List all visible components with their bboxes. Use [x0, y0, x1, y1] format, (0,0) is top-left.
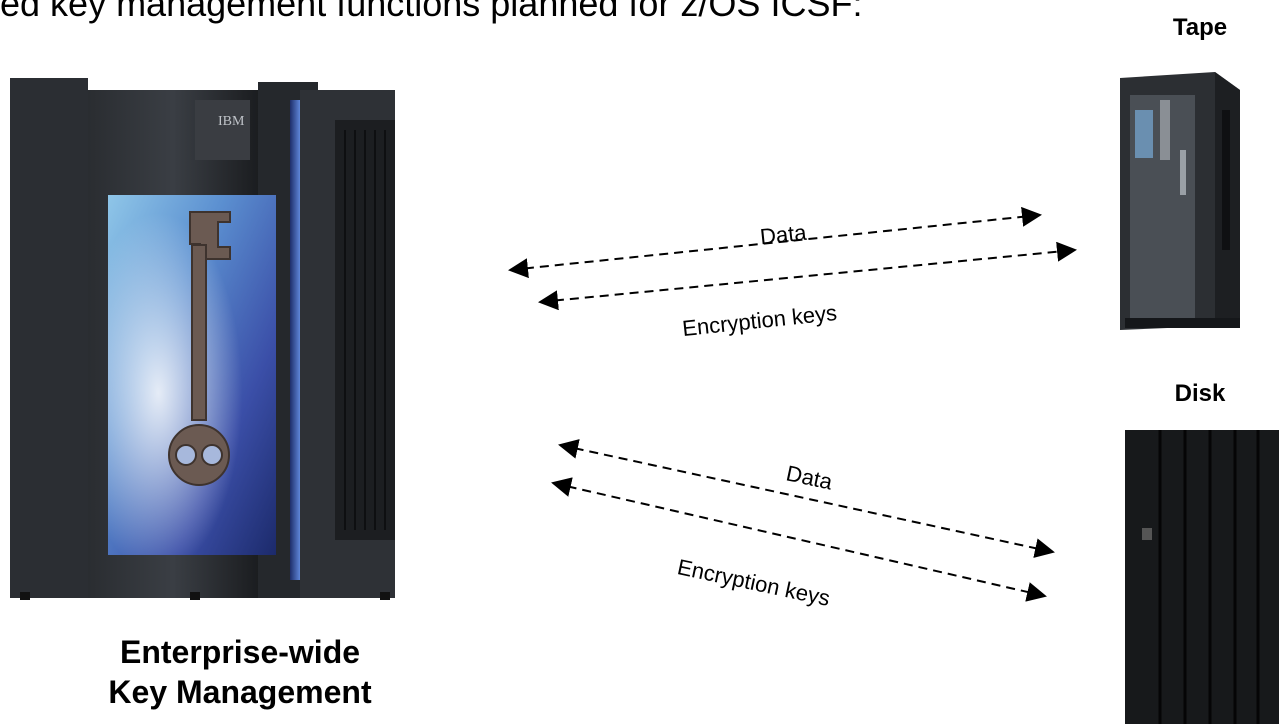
- disk-label: Disk: [1174, 380, 1226, 407]
- tape-device-image: [1120, 72, 1240, 330]
- header-text: ed key management functions planned for …: [0, 0, 863, 24]
- disk-data-arrow: [558, 439, 1055, 558]
- tape-data-label: Data: [758, 219, 808, 250]
- ibm-logo: IBM: [218, 114, 245, 129]
- disk-device-image: [1125, 430, 1279, 724]
- key-icon: [168, 211, 231, 486]
- mainframe-caption: Enterprise-wide Key Management: [60, 632, 420, 712]
- tape-label: Tape: [1172, 14, 1228, 41]
- mainframe-image: IBM: [10, 78, 395, 600]
- caption-line-2: Key Management: [108, 674, 372, 710]
- disk-keys-arrow: [551, 477, 1047, 602]
- caption-line-1: Enterprise-wide: [119, 634, 361, 670]
- tape-display: [1135, 110, 1153, 158]
